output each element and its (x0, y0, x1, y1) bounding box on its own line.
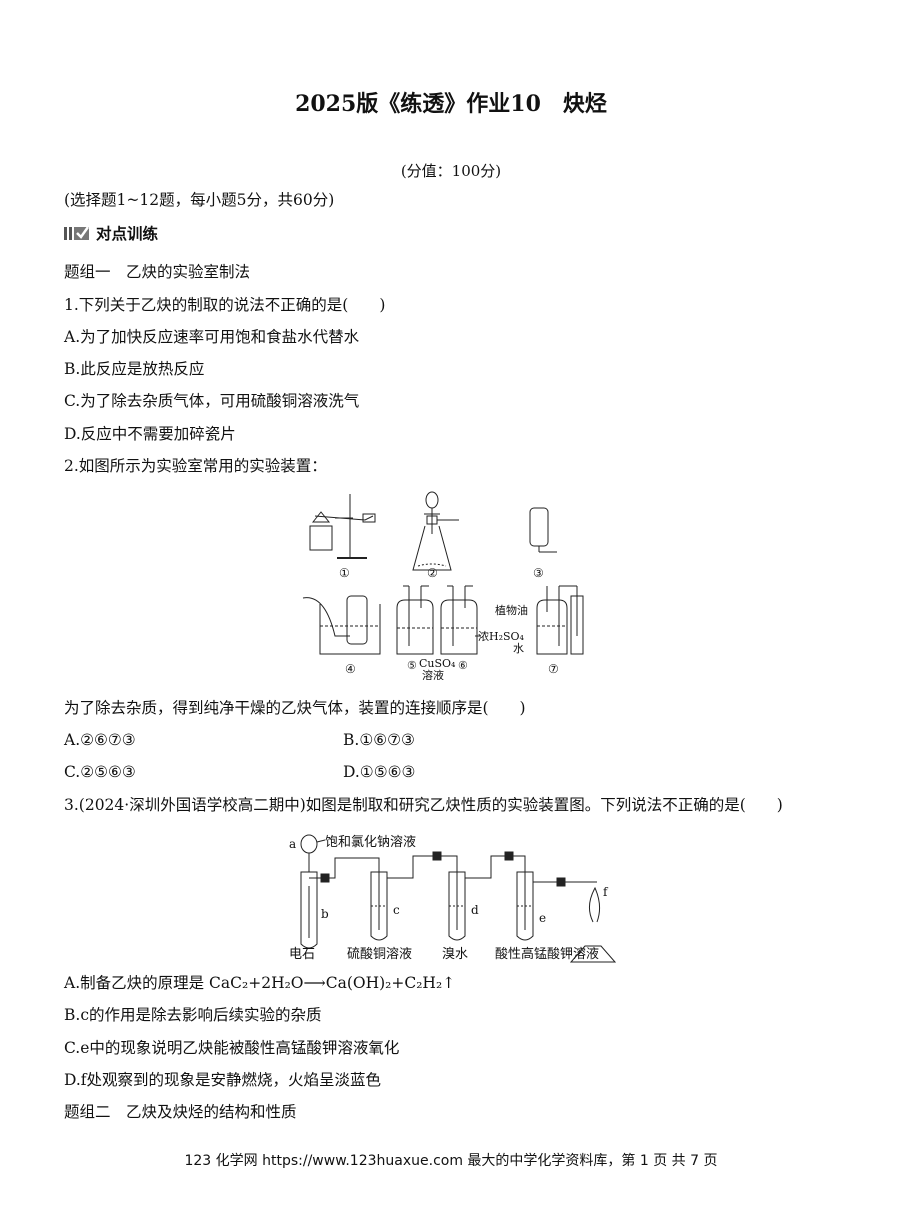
label-4: ④ (345, 662, 356, 676)
label-carbide: 电石 (289, 947, 315, 962)
label-water: 水 (513, 642, 524, 655)
group-2-heading: 题组二 乙炔及炔烃的结构和性质 (64, 1103, 297, 1121)
label-cuso4-solution: 硫酸铜溶液 (347, 947, 412, 962)
q3-option-a: A.制备乙炔的原理是 CaC₂+2H₂O⟶Ca(OH)₂+C₂H₂↑ (64, 974, 456, 992)
label-a: a (289, 837, 296, 851)
q2-option-b: B.①⑥⑦③ (343, 731, 415, 749)
label-c: c (393, 903, 400, 917)
label-e: e (539, 911, 546, 925)
q1-option-d: D.反应中不需要加碎瓷片 (64, 425, 236, 443)
label-cuso4: CuSO₄ (419, 657, 456, 670)
section-title: 对点训练 (96, 224, 159, 243)
apparatus-1: ① (309, 494, 376, 580)
q3-apparatus-figure: a 饱和氯化钠溶液 b c d e f 电石 硫酸铜溶液 溴水 酸性高锰酸钾溶液 (289, 834, 617, 963)
page-footer: 123 化学网 https://www.123huaxue.com 最大的中学化… (184, 1153, 718, 1169)
label-brine: 饱和氯化钠溶液 (325, 835, 416, 850)
q2-prompt: 为了除去杂质，得到纯净干燥的乙炔气体，装置的连接顺序是( ) (64, 699, 526, 717)
label-h2so4: 浓H₂SO₄ (478, 630, 525, 643)
label-3: ③ (533, 566, 544, 580)
q2-stem: 2.如图所示为实验室常用的实验装置： (64, 457, 327, 475)
label-1: ① (339, 566, 350, 580)
apparatus-6: ⑥ 浓H₂SO₄ (440, 585, 525, 672)
label-d: d (471, 903, 479, 917)
label-5: ⑤ (407, 659, 417, 672)
q3-option-c: C.e中的现象说明乙炔能被酸性高锰酸钾溶液氧化 (64, 1039, 400, 1057)
group-1-heading: 题组一 乙炔的实验室制法 (64, 263, 251, 281)
page-title: 2025版《练透》作业10 炔烃 (295, 91, 607, 117)
label-bromine: 溴水 (442, 947, 468, 962)
label-kmno4: 酸性高锰酸钾溶液 (495, 946, 599, 962)
label-f: f (603, 885, 609, 899)
checkmark-box-icon (64, 226, 90, 240)
label-2: ② (427, 566, 438, 580)
label-oil: 植物油 (495, 603, 528, 617)
label-solution: 溶液 (422, 668, 444, 680)
apparatus-7: ⑦ 植物油 水 (495, 585, 584, 676)
q2-option-a: A.②⑥⑦③ (64, 731, 136, 749)
q2-option-c: C.②⑤⑥③ (64, 763, 136, 781)
q3-option-d: D.f处观察到的现象是安静燃烧，火焰呈淡蓝色 (64, 1071, 382, 1089)
q2-apparatus-figure: ① ② ③ ④ ⑤ CuSO₄ 溶液 (302, 491, 584, 680)
q1-option-b: B.此反应是放热反应 (64, 360, 205, 378)
label-b: b (321, 907, 329, 921)
q1-stem: 1.下列关于乙炔的制取的说法不正确的是( ) (64, 296, 386, 314)
q2-option-d: D.①⑤⑥③ (343, 763, 416, 781)
label-7: ⑦ (548, 662, 559, 676)
apparatus-5: ⑤ CuSO₄ 溶液 (396, 585, 456, 680)
apparatus-4: ④ (302, 595, 381, 676)
q3-option-b: B.c的作用是除去影响后续实验的杂质 (64, 1006, 322, 1024)
section-heading: 对点训练 (64, 222, 158, 244)
q1-option-c: C.为了除去杂质气体，可用硫酸铜溶液洗气 (64, 392, 360, 410)
q1-option-a: A.为了加快反应速率可用饱和食盐水代替水 (64, 328, 360, 346)
label-6: ⑥ (458, 659, 468, 672)
apparatus-3: ③ (529, 507, 557, 580)
score-info: (分值：100分) (400, 162, 502, 180)
q3-stem: 3.(2024·深圳外国语学校高二期中)如图是制取和研究乙炔性质的实验装置图。下… (64, 796, 783, 814)
apparatus-2: ② (412, 491, 459, 580)
instruction: (选择题1~12题，每小题5分，共60分) (64, 191, 335, 209)
